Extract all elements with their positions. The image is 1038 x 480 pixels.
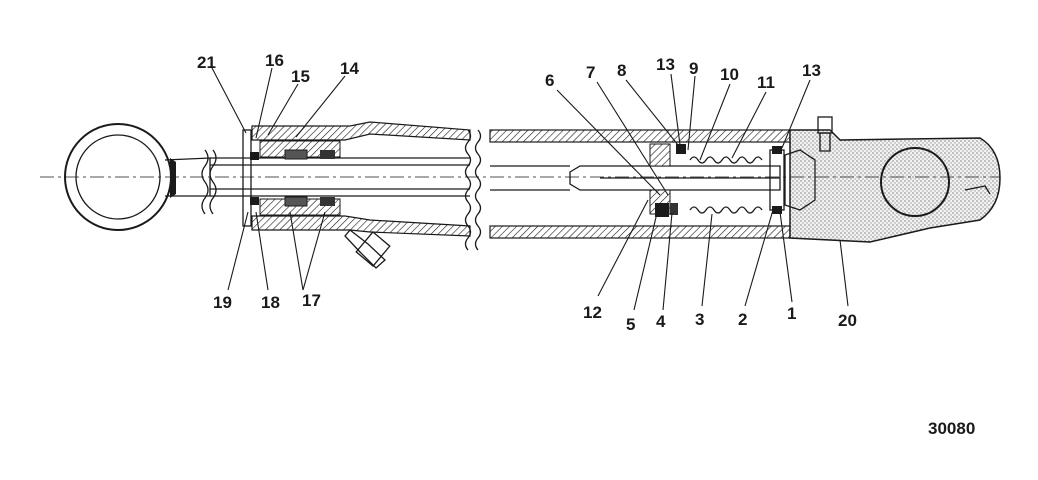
callout-13-top-right: 13 — [802, 61, 821, 80]
callout-6: 6 — [545, 71, 554, 90]
callout-2: 2 — [738, 310, 747, 329]
leader-lines — [211, 67, 849, 311]
callout-8: 8 — [617, 61, 626, 80]
cylinder-head — [242, 121, 472, 269]
callout-21: 21 — [197, 53, 216, 72]
callout-4: 4 — [656, 312, 666, 331]
cylinder-barrel — [474, 129, 791, 251]
piston-rod — [201, 149, 470, 215]
rod-eye — [64, 123, 211, 231]
callout-12: 12 — [583, 303, 602, 322]
callout-15: 15 — [291, 67, 310, 86]
callout-labels: 21 16 15 14 19 18 17 6 7 8 13 9 10 11 13… — [197, 51, 857, 334]
callout-5: 5 — [626, 315, 635, 334]
callout-18: 18 — [261, 293, 280, 312]
callout-10: 10 — [720, 65, 739, 84]
piston-assembly — [569, 143, 785, 217]
callout-16: 16 — [265, 51, 284, 70]
figure-number: 30080 — [928, 419, 975, 438]
callout-17: 17 — [302, 291, 321, 310]
callout-20: 20 — [838, 311, 857, 330]
callout-1: 1 — [787, 304, 796, 323]
base-end-cap — [784, 116, 1001, 243]
callout-11: 11 — [757, 73, 775, 92]
callout-13-top-left: 13 — [656, 55, 675, 74]
callout-9: 9 — [689, 59, 698, 78]
callout-3: 3 — [695, 310, 704, 329]
callout-19: 19 — [213, 293, 232, 312]
callout-7: 7 — [586, 63, 595, 82]
callout-14: 14 — [340, 59, 359, 78]
